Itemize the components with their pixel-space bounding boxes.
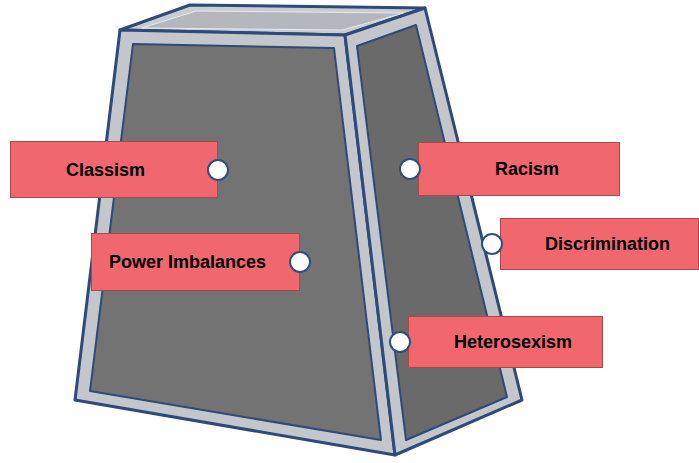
- left-face: [75, 30, 395, 455]
- label-text: Racism: [495, 159, 559, 179]
- label-box: Heterosexism: [408, 316, 603, 368]
- label-box: Racism: [418, 142, 620, 196]
- label-box: Power Imbalances: [91, 233, 300, 291]
- connector-dot: [481, 233, 503, 255]
- label-text: Power Imbalances: [109, 252, 266, 272]
- label-text: Classism: [66, 160, 145, 180]
- right-face-panel: [357, 25, 507, 440]
- label-text: Heterosexism: [454, 332, 572, 352]
- right-face: [345, 8, 522, 455]
- connector-dot: [207, 159, 229, 181]
- connector-dot: [399, 158, 421, 180]
- connector-dot: [389, 331, 411, 353]
- label-box: Discrimination: [500, 218, 699, 270]
- label-box: Classism: [10, 141, 218, 198]
- left-face-panel: [90, 44, 381, 440]
- label-text: Discrimination: [545, 234, 670, 254]
- connector-dot: [289, 251, 311, 273]
